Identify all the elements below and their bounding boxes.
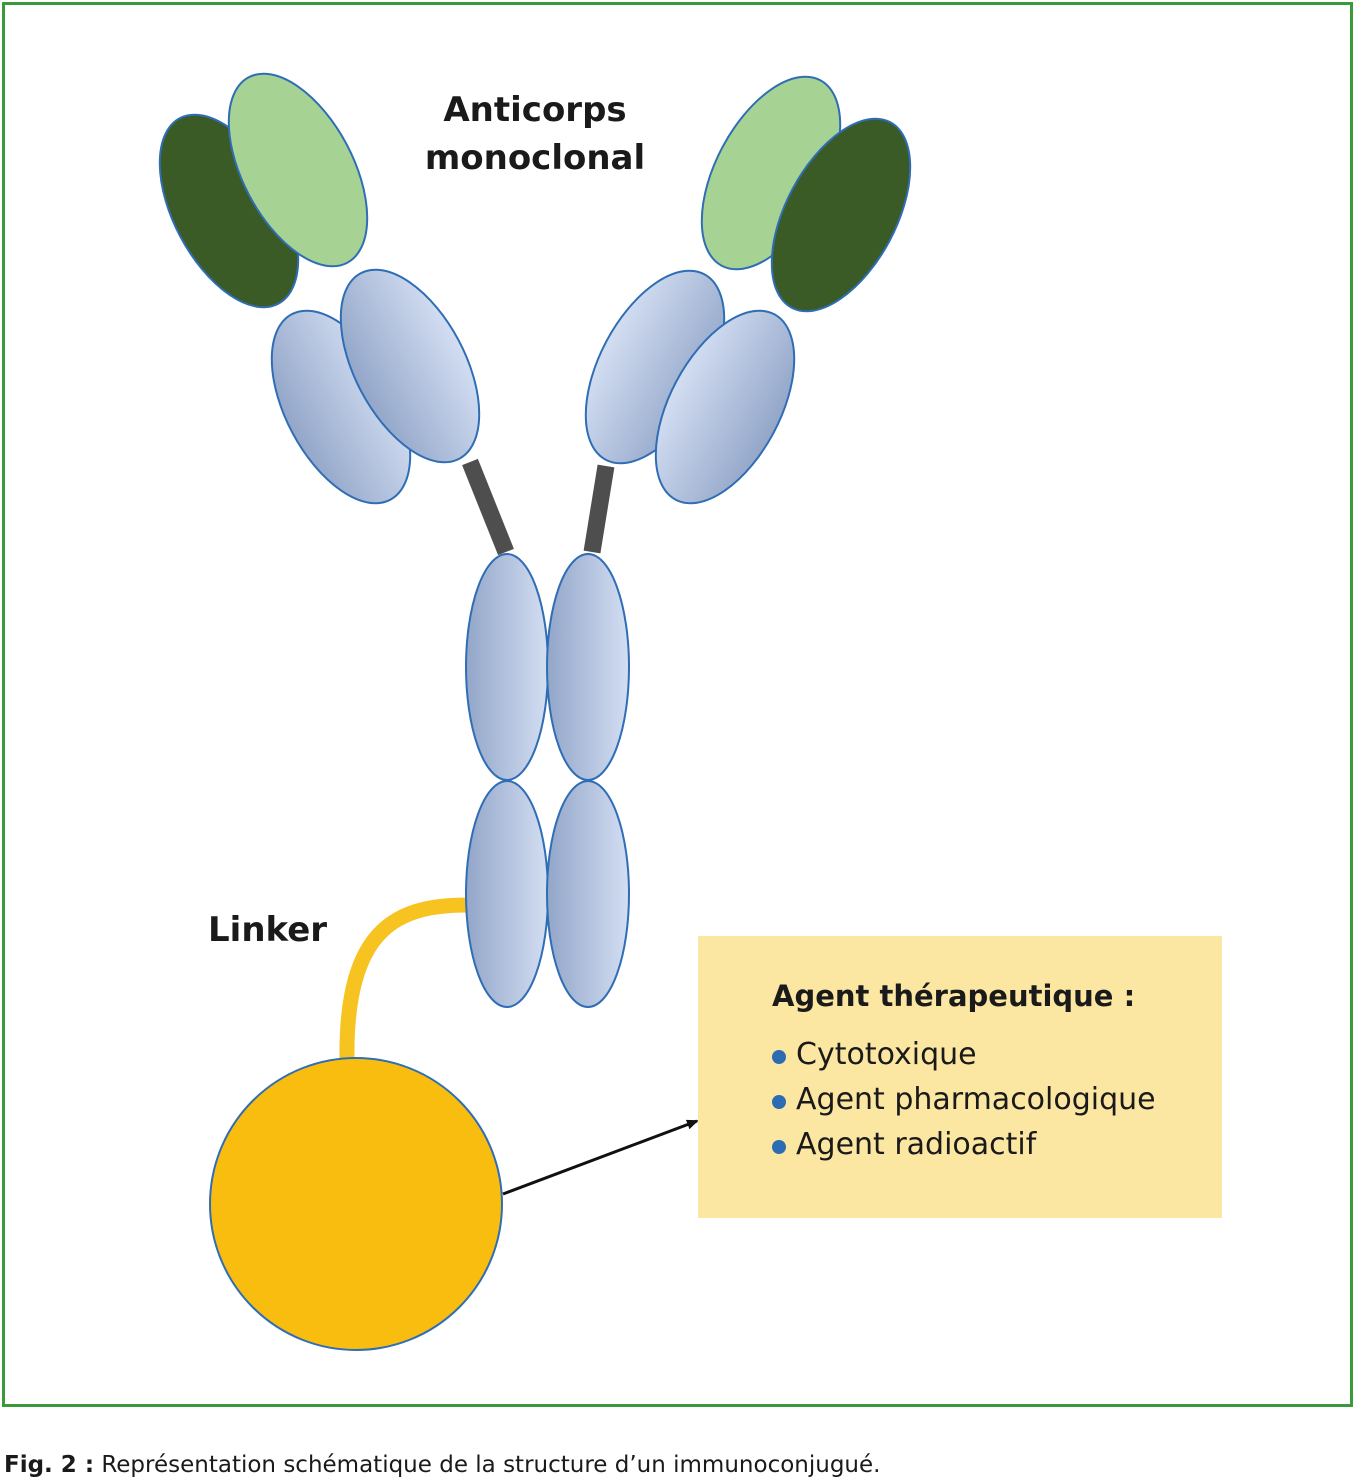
bullet-icon xyxy=(772,1050,786,1064)
hinge-right xyxy=(583,464,615,554)
payload-arrow xyxy=(502,1119,699,1196)
variable-domain-heavy-right xyxy=(770,117,912,313)
fc-domain-upper-left xyxy=(465,553,549,781)
agent-item-label: Agent pharmacologique xyxy=(796,1082,1156,1117)
fc-domain-upper-right xyxy=(546,553,630,781)
caption-text: Représentation schématique de la structu… xyxy=(101,1452,881,1478)
fc-domain-lower-right xyxy=(546,780,630,1008)
agent-list-item: Agent radioactif xyxy=(772,1122,1222,1167)
hinge-left xyxy=(462,458,514,556)
antibody-title-line-2: monoclonal xyxy=(424,138,646,178)
agent-list-item: Agent pharmacologique xyxy=(772,1077,1222,1122)
agent-item-label: Agent radioactif xyxy=(796,1127,1037,1162)
agent-list: Cytotoxique Agent pharmacologique Agent … xyxy=(772,1032,1222,1167)
linker-label: Linker xyxy=(208,910,328,950)
therapeutic-payload xyxy=(209,1057,503,1351)
figure-caption: Fig. 2 : Représentation schématique de l… xyxy=(4,1449,880,1481)
figure-frame xyxy=(2,2,1353,1407)
agent-list-item: Cytotoxique xyxy=(772,1032,1222,1077)
fc-domain-lower-left xyxy=(465,780,549,1008)
agent-item-label: Cytotoxique xyxy=(796,1037,977,1072)
caption-prefix: Fig. 2 : xyxy=(4,1452,95,1478)
constant-domain-left-inner xyxy=(339,268,481,464)
constant-domain-right-outer xyxy=(654,309,796,505)
bullet-icon xyxy=(772,1095,786,1109)
agent-box-title: Agent thérapeutique : xyxy=(772,979,1136,1013)
variable-domain-light-left xyxy=(227,72,369,268)
linker-chain xyxy=(339,897,469,1061)
therapeutic-agent-box: Agent thérapeutique : Cytotoxique Agent … xyxy=(698,936,1222,1218)
bullet-icon xyxy=(772,1140,786,1154)
antibody-title-line-1: Anticorps xyxy=(443,90,627,130)
antibody-title: Anticorps monoclonal xyxy=(400,86,670,182)
